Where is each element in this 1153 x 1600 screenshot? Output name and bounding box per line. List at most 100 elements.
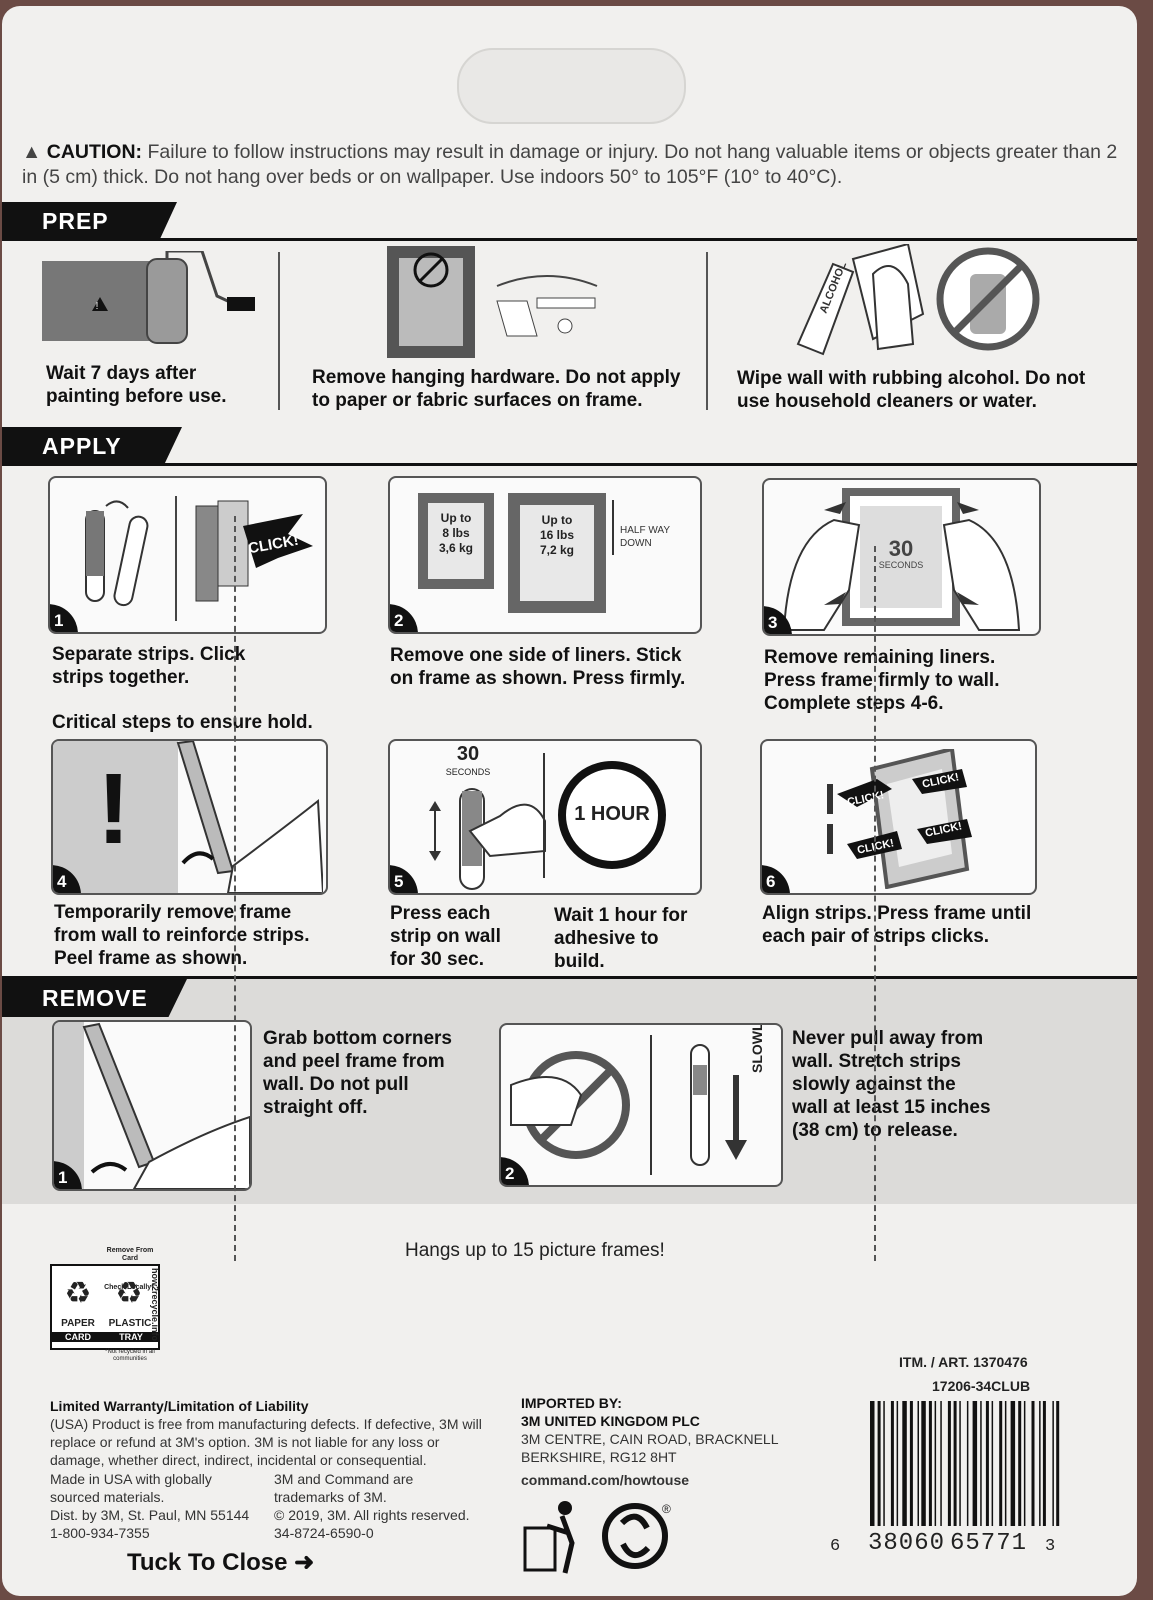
step-badge-6: 6 — [762, 865, 790, 893]
check-locally: Check Locally* — [104, 1284, 154, 1291]
press-frame-icon — [782, 488, 1021, 631]
apply-caption-5a: Press each strip on wall for 30 sec. — [390, 903, 501, 970]
prep-divider-1 — [278, 252, 280, 410]
press-strip-icon — [429, 788, 546, 890]
trademark-text: 3M and Command are trademarks of 3M. — [274, 1471, 414, 1505]
howtouse-url: command.com/howtouse — [521, 1472, 690, 1488]
halfway-line-1: HALF WAY — [620, 525, 671, 536]
seconds-number-5: 30 — [456, 743, 480, 765]
apply-caption-4: Temporarily remove frame from wall to re… — [54, 902, 310, 969]
peel-corner-icon — [54, 1022, 250, 1189]
halfway-line-2: DOWN — [620, 538, 652, 549]
large-frame-line-1: Up to — [541, 513, 573, 527]
align-frame-icon — [827, 749, 972, 889]
remove-rule — [2, 976, 1137, 979]
warranty-block: Limited Warranty/Limitation of Liability… — [50, 1397, 490, 1469]
tray-label: TRAY — [104, 1332, 158, 1342]
prep-step-3: Wipe wall with rubbing alcohol. Do not u… — [737, 368, 1086, 412]
barcode — [870, 1401, 1060, 1526]
apply-panel-5: 30 SECONDS 1 HOUR 5 — [388, 739, 702, 895]
importer-label: IMPORTED BY: — [521, 1395, 622, 1411]
tuck-to-close[interactable]: Tuck To Close ➜ — [127, 1548, 314, 1577]
die-cut-line — [234, 516, 236, 1261]
seconds-label-5: SECONDS — [445, 767, 491, 777]
importer-address-2: BERKSHIRE, RG12 8HT — [521, 1449, 677, 1465]
step-badge-1: 1 — [50, 604, 78, 632]
remove-caption-2: Never pull away from wall. Stretch strip… — [792, 1028, 991, 1141]
clock-icon — [558, 761, 666, 869]
apply-caption-6: Align strips. Press frame until each pai… — [762, 903, 1032, 947]
apply-caption-3: Remove remaining liners. Press frame fir… — [764, 647, 1000, 714]
tuck-label: Tuck To Close — [127, 1549, 288, 1576]
apply-caption-1: Separate strips. Click strips together. — [52, 644, 246, 688]
made-in-text: Made in USA with globally sourced materi… — [50, 1471, 212, 1505]
halfway-label: HALF WAY DOWN — [620, 524, 670, 550]
apply-panel-6: CLICK! CLICK! CLICK! CLICK! 6 — [760, 739, 1037, 895]
plastic-label: PLASTIC — [108, 1318, 152, 1329]
card-label: CARD — [52, 1332, 104, 1342]
prep-step-2: Remove hanging hardware. Do not apply to… — [312, 367, 681, 411]
barcode-digit-left: 6 — [830, 1537, 841, 1556]
remove-panel-2: SLOWLY 2 — [499, 1023, 783, 1187]
caution-label: CAUTION: — [46, 141, 143, 163]
hang-tab — [457, 48, 686, 124]
svg-text:!: ! — [96, 301, 99, 312]
disposal-icons — [523, 1501, 668, 1574]
how2recycle-site: how2recycle.info — [150, 1268, 160, 1342]
halfway-arrow — [612, 500, 614, 555]
package-back: ▲ CAUTION: Failure to follow instruction… — [2, 6, 1137, 1596]
apply-caption-5b: Wait 1 hour for adhesive to build. — [554, 905, 688, 972]
apply-panel-2: Up to 8 lbs 3,6 kg Up to 16 lbs 7,2 kg H… — [388, 476, 702, 634]
prep-divider-2 — [706, 252, 708, 410]
wall-area — [53, 741, 178, 893]
section-remove: REMOVE — [2, 979, 187, 1017]
item-art-number: ITM. / ART. 1370476 — [899, 1354, 1028, 1370]
alcohol-wipe-icon: ALCOHOL — [796, 244, 1040, 356]
prep-rule — [2, 238, 1137, 241]
die-cut-line-right — [874, 546, 876, 1261]
tidyman-icon — [523, 1526, 557, 1572]
apply-caption-2: Remove one side of liners. Stick on fram… — [390, 645, 686, 689]
warning-icon: ▲ — [22, 141, 42, 163]
small-frame-line-2: 8 lbs — [442, 526, 470, 540]
apply-rule — [2, 463, 1137, 466]
barcode-group-1: 38060 — [868, 1530, 946, 1557]
distributor-text: Dist. by 3M, St. Paul, MN 55144 — [50, 1507, 250, 1523]
caution-text: ▲ CAUTION: Failure to follow instruction… — [22, 140, 1122, 190]
frame-hardware-icon — [387, 246, 598, 358]
peel-frame-icon — [176, 741, 323, 893]
step-badge-5: 5 — [390, 865, 418, 893]
step-badge-2: 2 — [390, 604, 418, 632]
arrow-right-icon: ➜ — [294, 1549, 315, 1576]
warranty-text: (USA) Product is free from manufacturing… — [50, 1416, 482, 1468]
seconds-label-3: SECONDS — [878, 560, 924, 570]
barcode-group-2: 65771 — [950, 1530, 1028, 1557]
large-frame: Up to 16 lbs 7,2 kg — [508, 493, 606, 613]
apply-panel-1: CLICK! 1 — [48, 476, 327, 634]
remove-caption-1: Grab bottom corners and peel frame from … — [263, 1028, 452, 1118]
small-frame: Up to 8 lbs 3,6 kg — [418, 493, 494, 589]
hour-label: 1 HOUR — [574, 803, 650, 825]
caution-body: Failure to follow instructions may resul… — [22, 141, 1118, 188]
barcode-digit-right: 3 — [1045, 1537, 1056, 1556]
small-frame-line-3: 3,6 kg — [438, 541, 474, 555]
section-prep: PREP — [2, 202, 177, 240]
importer-address-1: 3M CENTRE, CAIN ROAD, BRACKNELL — [521, 1431, 779, 1447]
apply-panel-3: 30 SECONDS 3 — [762, 478, 1041, 636]
item-code: 17206-34CLUB — [932, 1378, 1031, 1394]
paper-label: PAPER — [61, 1318, 95, 1329]
apply-panel-4: ! 4 — [51, 739, 328, 895]
strips-icon — [85, 496, 313, 621]
phone-number: 1-800-934-7355 — [50, 1525, 150, 1541]
seconds-number-3: 30 — [888, 536, 914, 561]
recycle-icon-2: ♻ — [115, 1277, 143, 1310]
paint-roller-icon: ! — [42, 251, 255, 344]
warranty-title: Limited Warranty/Limitation of Liability — [50, 1398, 309, 1414]
recycle-label: ♻ ♻ Check Locally* PAPER PLASTIC CARD TR… — [50, 1264, 160, 1350]
registered-mark: ® — [662, 1502, 671, 1516]
remove-from-card: Remove From Card — [106, 1247, 154, 1262]
importer-block: IMPORTED BY: 3M UNITED KINGDOM PLC 3M CE… — [521, 1394, 821, 1466]
recycle-note: *Not recycled in all communities — [105, 1349, 155, 1362]
copyright-text: © 2019, 3M. All rights reserved. — [274, 1507, 470, 1523]
stretch-strip-icon — [510, 1035, 747, 1175]
